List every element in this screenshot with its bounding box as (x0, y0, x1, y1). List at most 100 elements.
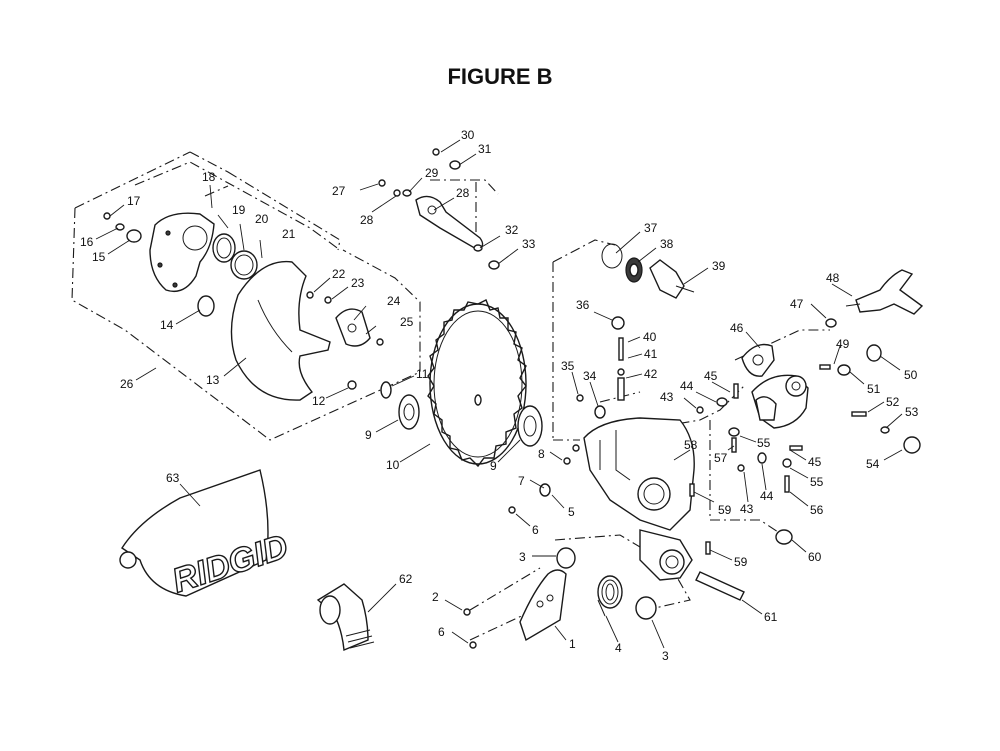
callout-44b: 44 (760, 489, 774, 503)
callout-22: 22 (332, 267, 346, 281)
arm-link-outline (430, 179, 499, 235)
callout-54: 54 (866, 457, 880, 471)
callout-55a: 55 (757, 436, 771, 450)
lower-blade-guard (230, 260, 331, 401)
callout-leaders (95, 139, 903, 649)
dust-bag (119, 469, 269, 597)
callout-49: 49 (836, 337, 850, 351)
callout-20: 20 (255, 212, 269, 226)
guard-plate-24 (335, 308, 371, 347)
callout-34: 34 (583, 369, 597, 383)
callout-59a: 59 (718, 503, 732, 517)
upper-guard-group-outline (71, 151, 421, 441)
lock-lever-46 (741, 343, 775, 377)
blade-guard-screw-outline (469, 567, 541, 641)
callout-58: 58 (684, 438, 698, 452)
callout-56: 56 (810, 503, 824, 517)
callout-25: 25 (400, 315, 414, 329)
callout-9b: 9 (490, 459, 497, 473)
callout-40: 40 (643, 330, 657, 344)
callout-5: 5 (568, 505, 575, 519)
lock-lever-outline (639, 384, 746, 431)
blade-washers (380, 381, 543, 447)
upper-guard-outline (189, 151, 341, 251)
motor-group-outline (552, 239, 616, 441)
callout-41: 41 (644, 347, 658, 361)
guard-rings (212, 233, 258, 280)
callout-30: 30 (461, 128, 475, 142)
callout-3b: 3 (662, 649, 669, 663)
callout-6a: 6 (532, 523, 539, 537)
callout-13: 13 (206, 373, 220, 387)
callout-47: 47 (790, 297, 804, 311)
callout-12: 12 (312, 394, 326, 408)
guard-link-arm (415, 195, 484, 251)
callout-57: 57 (714, 451, 728, 465)
callout-38: 38 (660, 237, 674, 251)
callout-11: 11 (416, 367, 429, 381)
callout-29: 29 (425, 166, 439, 180)
callout-32: 32 (505, 223, 519, 237)
callout-33: 33 (522, 237, 536, 251)
callout-52: 52 (886, 395, 900, 409)
callout-24: 24 (387, 294, 401, 308)
callout-3a: 3 (519, 550, 526, 564)
callout-18: 18 (202, 170, 216, 184)
callout-43a: 43 (660, 390, 674, 404)
callout-4: 4 (615, 641, 622, 655)
callout-44a: 44 (680, 379, 694, 393)
callout-17: 17 (127, 194, 141, 208)
callout-59b: 59 (734, 555, 748, 569)
callout-42: 42 (644, 367, 658, 381)
knob-48 (845, 269, 924, 315)
upper-blade-guard (149, 212, 215, 293)
callout-27: 27 (332, 184, 346, 198)
callout-39: 39 (712, 259, 726, 273)
callout-43b: 43 (740, 502, 754, 516)
motor-housing (583, 417, 695, 531)
callout-7: 7 (518, 474, 525, 488)
lock-bolt-outline (709, 420, 791, 541)
dust-elbow (316, 583, 375, 652)
callout-21: 21 (282, 227, 296, 241)
callout-28b: 28 (456, 186, 470, 200)
callout-1: 1 (569, 637, 576, 651)
bevel-lock-body (751, 374, 809, 429)
callout-16: 16 (80, 235, 94, 249)
callout-6b: 6 (438, 625, 445, 639)
pivot-arm-bracket (639, 529, 693, 581)
motor-armature (601, 243, 695, 299)
callout-23: 23 (351, 276, 365, 290)
callout-36: 36 (576, 298, 590, 312)
small-hardware (103, 148, 921, 649)
callout-51: 51 (867, 382, 881, 396)
guard-inner-outline (134, 161, 341, 251)
figure-title: FIGURE B (447, 64, 553, 89)
callout-53: 53 (905, 405, 919, 419)
callout-26: 26 (120, 377, 134, 391)
callout-31: 31 (478, 142, 492, 156)
callout-45b: 45 (808, 455, 822, 469)
callout-14: 14 (160, 318, 174, 332)
callout-28a: 28 (360, 213, 374, 227)
callout-46: 46 (730, 321, 744, 335)
callout-19: 19 (232, 203, 246, 217)
callout-63: 63 (166, 471, 180, 485)
callout-48: 48 (826, 271, 840, 285)
callout-61: 61 (764, 610, 778, 624)
callout-numbers: 30 31 29 27 28 28 32 33 18 17 19 20 16 1… (80, 128, 919, 663)
callout-62: 62 (399, 572, 413, 586)
callout-50: 50 (904, 368, 918, 382)
callout-10: 10 (386, 458, 400, 472)
callout-35: 35 (561, 359, 575, 373)
blade-guard-1 (519, 569, 567, 642)
callout-2: 2 (432, 590, 439, 604)
callout-60: 60 (808, 550, 822, 564)
callout-55b: 55 (810, 475, 824, 489)
callout-8: 8 (538, 447, 545, 461)
callout-45a: 45 (704, 369, 718, 383)
callout-9a: 9 (365, 428, 372, 442)
torsion-spring (597, 575, 623, 617)
